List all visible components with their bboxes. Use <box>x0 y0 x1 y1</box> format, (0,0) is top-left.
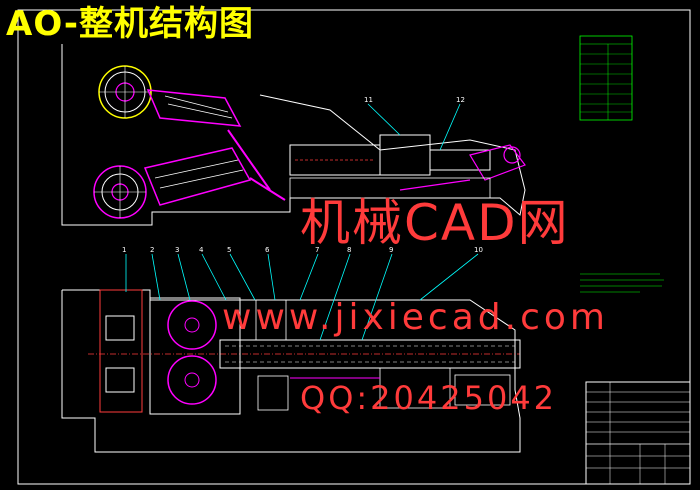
pump-unit <box>255 299 287 341</box>
watermark-qq: QQ:20425042 <box>300 379 558 417</box>
drawing-title: AO-整机结构图 <box>6 4 254 44</box>
rear-wheel-icon <box>503 146 521 164</box>
part-number-3: 3 <box>175 246 179 254</box>
upper-cutting-drum <box>98 65 152 119</box>
leader-11 <box>367 103 401 136</box>
lower-gear-icon <box>167 355 217 405</box>
electric-control <box>379 367 451 409</box>
control-box <box>379 134 431 176</box>
side-view: 11 12 <box>61 44 526 226</box>
title-block <box>585 381 691 485</box>
spec-table-top <box>579 35 633 121</box>
part-number-8: 8 <box>347 246 351 254</box>
watermark-url: www.jixiecad.com <box>222 297 609 338</box>
gearbox-plan <box>149 297 241 415</box>
lower-arm-cylinder <box>249 177 286 201</box>
part-number-10: 10 <box>474 246 483 254</box>
sheet-border <box>17 9 691 485</box>
upper-ranging-arm <box>146 89 242 127</box>
part-number-5: 5 <box>227 246 231 254</box>
lower-ranging-arm <box>143 147 252 206</box>
front-drum-plan <box>99 289 143 413</box>
leader-12 <box>439 103 461 151</box>
part-number-4: 4 <box>199 246 204 254</box>
part-number-2: 2 <box>150 246 154 254</box>
part-number-11: 11 <box>364 96 373 104</box>
traction-unit <box>454 374 511 406</box>
watermark-site-name: 机械CAD网 <box>300 194 570 252</box>
part-number-1: 1 <box>122 246 126 254</box>
lower-cutting-drum <box>93 165 147 219</box>
part-number-9: 9 <box>389 246 393 254</box>
part-number-12: 12 <box>456 96 465 104</box>
plan-view: 1 2 3 4 5 6 7 8 9 10 <box>61 246 521 453</box>
part-number-6: 6 <box>265 246 270 254</box>
upper-arm-cylinder <box>227 129 271 191</box>
rear-block <box>429 149 491 171</box>
oil-tank <box>257 375 289 411</box>
haulage-unit <box>289 177 491 199</box>
rear-arm <box>469 144 526 181</box>
technical-notes <box>580 273 664 293</box>
part-number-7: 7 <box>315 246 319 254</box>
side-view-outline <box>61 44 526 226</box>
conveyor-chain <box>219 339 521 369</box>
upper-gear-icon <box>167 300 217 350</box>
